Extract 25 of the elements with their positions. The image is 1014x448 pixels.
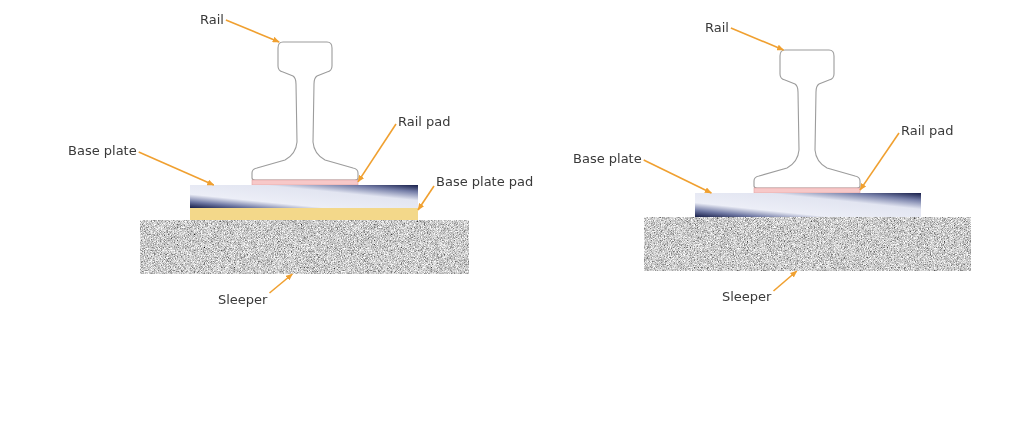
base-plate-pad	[190, 208, 418, 220]
base-plate	[695, 193, 921, 217]
part-label: Base plate	[66, 142, 139, 159]
part-label: Rail	[198, 11, 226, 28]
leader-line	[357, 123, 397, 183]
sleeper	[140, 220, 469, 274]
part-label: Rail pad	[396, 113, 453, 130]
leader-line	[772, 270, 798, 292]
part-label: Rail	[703, 19, 731, 36]
part-label: Base plate	[571, 150, 644, 167]
rail-pad	[251, 179, 359, 186]
leader-line	[859, 132, 900, 191]
leader-line	[730, 27, 785, 51]
part-label: Rail pad	[899, 122, 956, 139]
leader-line	[137, 151, 215, 186]
part-label: Base plate pad	[434, 173, 536, 190]
sleeper	[644, 217, 971, 271]
part-label: Sleeper	[216, 291, 270, 308]
leader-line	[417, 185, 435, 211]
part-label: Sleeper	[720, 288, 774, 305]
rail-pad	[753, 187, 861, 194]
leader-line	[225, 19, 280, 43]
leader-line	[642, 159, 713, 194]
base-plate	[190, 185, 418, 208]
leader-line	[268, 273, 294, 294]
